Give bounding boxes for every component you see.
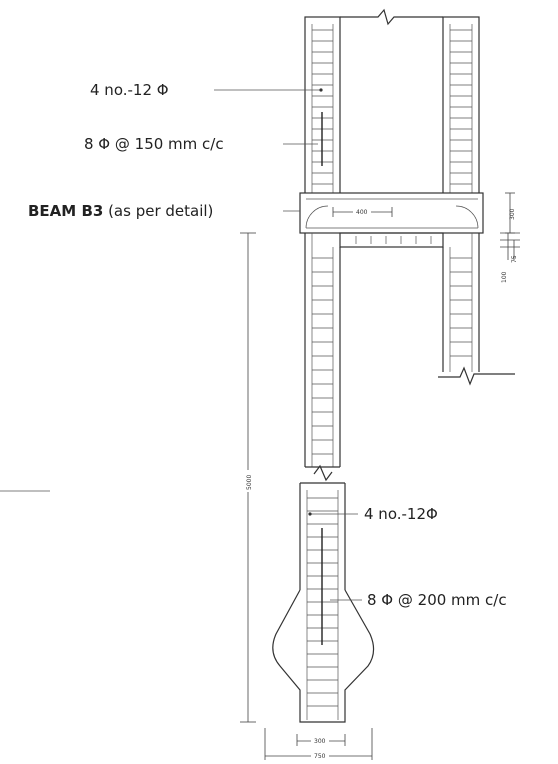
beam-anchor-dim: 400 bbox=[356, 209, 368, 216]
beam-depth-dim: 300 bbox=[509, 208, 516, 220]
footing bbox=[272, 589, 375, 723]
upper-left-column bbox=[304, 16, 341, 195]
column-width-dimension: 300 bbox=[296, 734, 346, 746]
lower-right-column bbox=[438, 233, 515, 386]
beam-callout: BEAM B3 (as per detail) bbox=[28, 202, 300, 220]
slab-100-dim: 100 bbox=[501, 271, 508, 283]
column-height-dim: 5000 bbox=[246, 475, 253, 490]
bottom-ties-callout: 8 Φ @ 200 mm c/c bbox=[330, 591, 507, 609]
column-width-dim: 300 bbox=[314, 738, 326, 745]
lower-left-column bbox=[304, 233, 341, 482]
beam-depth-dimension: 300 100 75 bbox=[500, 192, 520, 283]
footing-width-dimension: 750 bbox=[264, 728, 373, 760]
bottom-ties-label: 8 Φ @ 200 mm c/c bbox=[367, 591, 507, 609]
bottom-main-bars-label: 4 no.-12Φ bbox=[364, 505, 438, 523]
footing-width-dim: 750 bbox=[314, 753, 326, 760]
beam-name: BEAM B3 bbox=[28, 202, 103, 220]
bottom-main-bars-callout: 4 no.-12Φ bbox=[308, 505, 438, 523]
top-break-line bbox=[340, 8, 443, 26]
top-main-bars-callout: 4 no.-12 Φ bbox=[90, 81, 323, 99]
column-height-dimension: 5000 bbox=[240, 232, 256, 723]
bottom-column bbox=[299, 482, 346, 720]
top-ties-label: 8 Φ @ 150 mm c/c bbox=[84, 135, 224, 153]
top-main-bars-label: 4 no.-12 Φ bbox=[90, 81, 169, 99]
beam-label: BEAM B3 (as per detail) bbox=[28, 202, 213, 220]
slab-75-dim: 75 bbox=[511, 255, 518, 263]
upper-right-column bbox=[442, 16, 480, 195]
top-ties-callout: 8 Φ @ 150 mm c/c bbox=[84, 135, 318, 153]
beam-note: (as per detail) bbox=[103, 202, 213, 220]
beam-b3: 400 bbox=[299, 192, 484, 248]
